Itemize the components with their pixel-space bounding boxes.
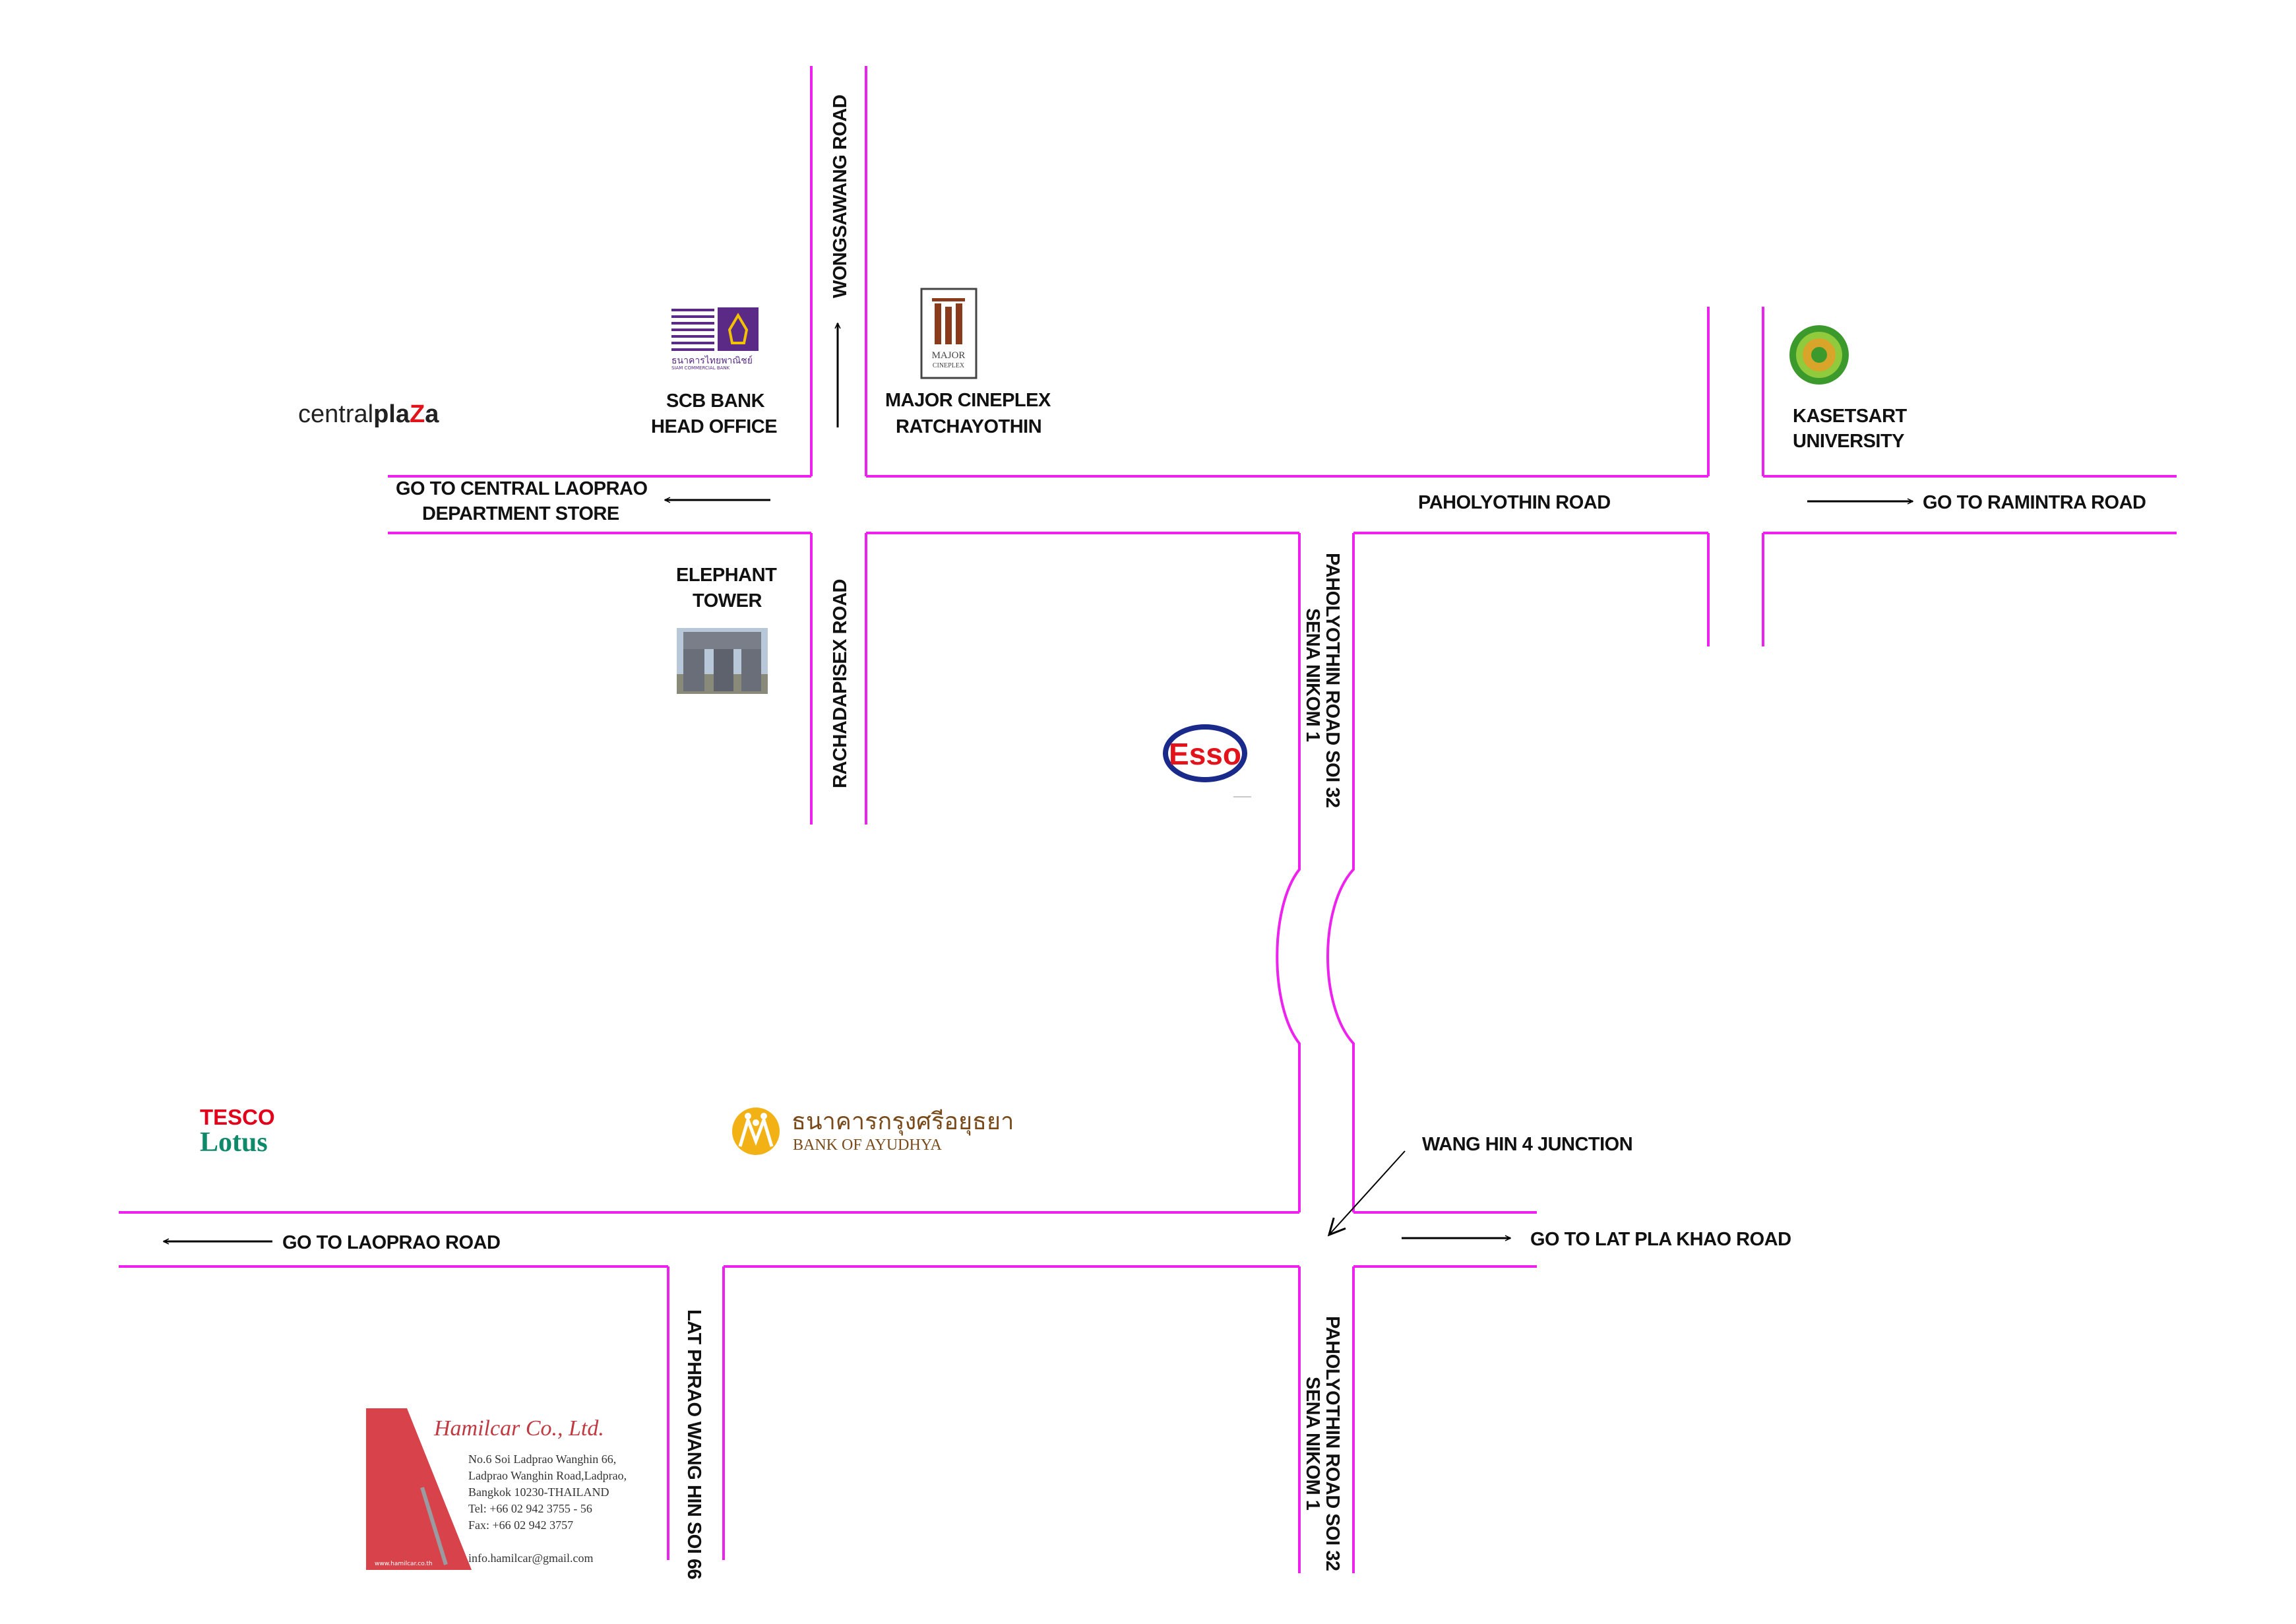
major-logo-text2: CINEPLEX [933, 362, 965, 369]
label-scb-line1: SCB BANK [666, 390, 765, 412]
scb-bank-landmark: ธนาคารไทยพาณิชย์ SIAM COMMERCIAL BANK SC… [651, 307, 778, 437]
tesco-lotus-logo: TESCO Lotus [200, 1105, 275, 1158]
scb-stripes [671, 309, 714, 351]
label-central-laoprao-line1: GO TO CENTRAL LAOPRAO [396, 478, 648, 499]
label-lat-pla-khao: GO TO LAT PLA KHAO ROAD [1530, 1229, 1791, 1250]
elephant-tower-landmark: ELEPHANT TOWER [676, 565, 778, 694]
company-card-red-stripe [366, 1408, 472, 1570]
company-address3: Bangkok 10230-THAILAND [468, 1485, 609, 1499]
lotus-wordmark: Lotus [200, 1127, 268, 1158]
central-plaza-wordmark: centralplaZa [298, 400, 439, 428]
scb-logo: ธนาคารไทยพาณิชย์ SIAM COMMERCIAL BANK [671, 307, 759, 371]
company-website: www.hamilcar.co.th [375, 1561, 433, 1567]
label-scb-line2: HEAD OFFICE [651, 416, 777, 437]
bank-of-ayudhya-logo: ธนาคารกรุงศรีอยุธยา BANK OF AYUDHYA [732, 1108, 1014, 1155]
tesco-wordmark: TESCO [200, 1105, 275, 1129]
label-ramintra: GO TO RAMINTRA ROAD [1923, 492, 2146, 513]
direction-arrows [164, 323, 1913, 1241]
company-email: info.hamilcar@gmail.com [468, 1551, 594, 1565]
kasetsart-seal-icon [1789, 325, 1849, 385]
soi32-upper-west-edge [1276, 533, 1301, 1212]
label-elephant-line1: ELEPHANT [676, 565, 777, 586]
company-address1: No.6 Soi Ladprao Wanghin 66, [468, 1452, 616, 1466]
label-soi32-lower-line2: SENA NIKOM 1 [1302, 1377, 1323, 1511]
elephant-tower-photo [677, 628, 768, 694]
label-major-line2: RATCHAYOTHIN [896, 416, 1041, 437]
label-kasetsart-line2: UNIVERSITY [1793, 431, 1904, 452]
major-logo: MAJOR CINEPLEX [920, 288, 977, 379]
label-rachadapisex-road: RACHADAPISEX ROAD [830, 579, 851, 788]
road-network [119, 66, 2177, 1573]
scb-logo-en: SIAM COMMERCIAL BANK [671, 365, 730, 371]
ayudhya-emblem-icon [732, 1108, 780, 1155]
label-kasetsart-line1: KASETSART [1793, 406, 1908, 427]
company-fax: Fax: +66 02 942 3757 [468, 1518, 573, 1532]
arrow-junction-pointer [1329, 1150, 1406, 1235]
ayudhya-en-name: BANK OF AYUDHYA [793, 1137, 942, 1154]
label-soi32-lower-line1: PAHOLYOTHIN ROAD SOI 32 [1322, 1316, 1343, 1571]
label-laoprao: GO TO LAOPRAO ROAD [282, 1232, 500, 1253]
esso-logo: Esso [1163, 724, 1251, 797]
company-card: www.hamilcar.co.th Hamilcar Co., Ltd. No… [366, 1408, 627, 1570]
kasetsart-landmark: KASETSART UNIVERSITY [1789, 325, 1908, 452]
label-soi66: LAT PHRAO WANG HIN SOI 66 [683, 1309, 704, 1579]
company-name: Hamilcar Co., Ltd. [433, 1416, 604, 1441]
central-plaza-logo: centralplaZa [298, 400, 439, 428]
label-soi32-upper-line1: PAHOLYOTHIN ROAD SOI 32 [1322, 553, 1343, 808]
direction-labels: GO TO CENTRAL LAOPRAO DEPARTMENT STORE G… [282, 478, 2146, 1253]
major-logo-text1: MAJOR [932, 350, 966, 361]
road-labels: WONGSAWANG ROAD RACHADAPISEX ROAD PAHOLY… [683, 95, 1611, 1580]
major-cineplex-landmark: MAJOR CINEPLEX MAJOR CINEPLEX RATCHAYOTH… [885, 288, 1051, 437]
label-soi32-upper-line2: SENA NIKOM 1 [1302, 608, 1323, 742]
label-major-line1: MAJOR CINEPLEX [885, 390, 1051, 411]
esso-wordmark: Esso [1169, 737, 1241, 771]
scb-emblem-icon [728, 313, 749, 344]
company-address2: Ladprao Wanghin Road,Ladprao, [468, 1469, 627, 1482]
company-tel: Tel: +66 02 942 3755 - 56 [468, 1502, 592, 1515]
label-paholyothin-road: PAHOLYOTHIN ROAD [1418, 492, 1611, 513]
label-central-laoprao-line2: DEPARTMENT STORE [422, 503, 619, 524]
label-wongsawang-road: WONGSAWANG ROAD [830, 95, 851, 298]
label-elephant-line2: TOWER [693, 590, 762, 611]
ayudhya-thai-name: ธนาคารกรุงศรีอยุธยา [791, 1108, 1014, 1136]
label-wang-hin-junction: WANG HIN 4 JUNCTION [1422, 1134, 1632, 1155]
soi32-upper-east-edge [1326, 533, 1355, 1212]
scb-logo-thai: ธนาคารไทยพาณิชย์ [671, 355, 753, 366]
